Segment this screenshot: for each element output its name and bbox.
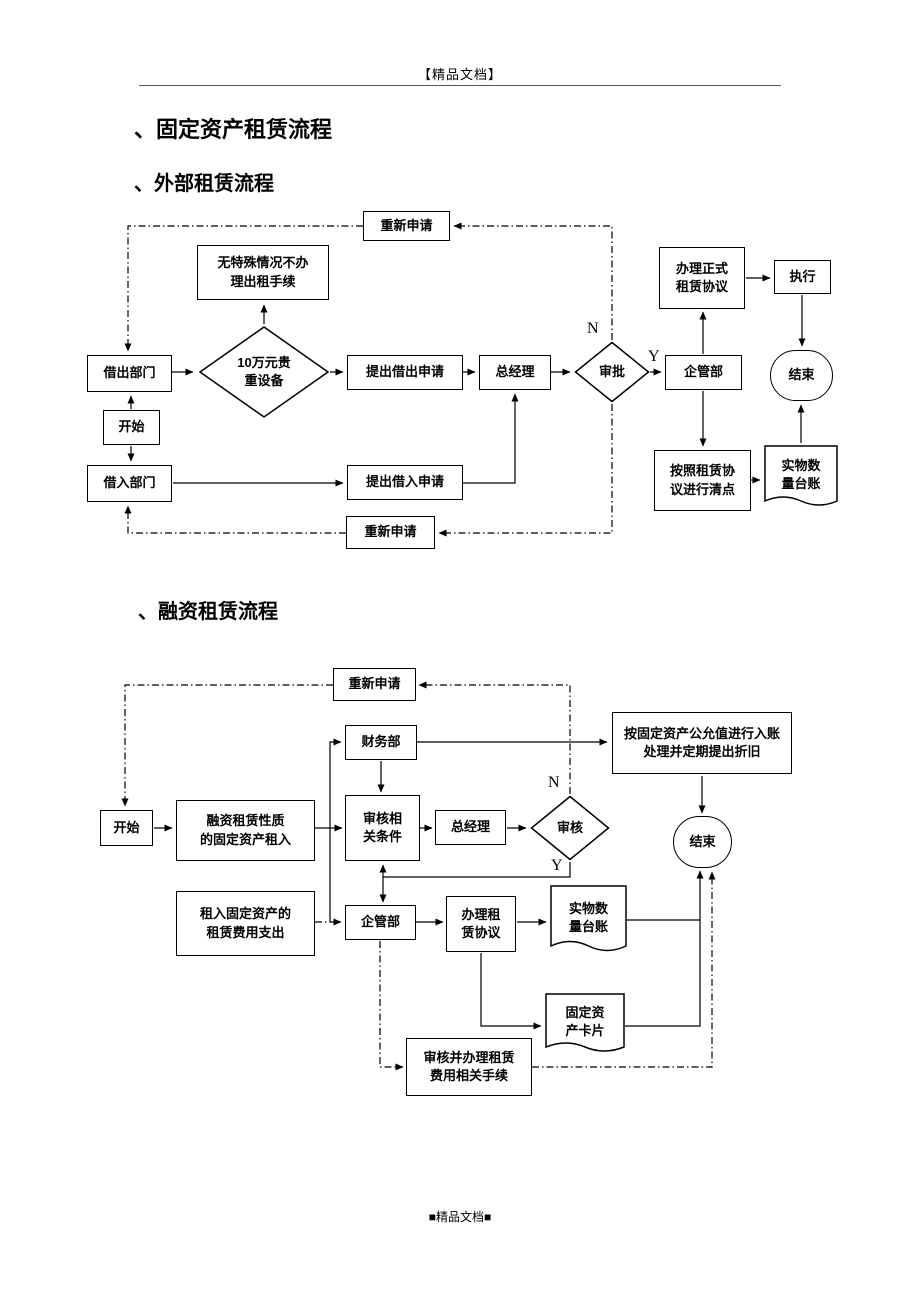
c2-review-decision: 审核 <box>530 795 610 861</box>
c2-ledger-label: 实物数 量台账 <box>568 900 608 934</box>
c2-lease-expense-box: 租入固定资产的 租赁费用支出 <box>176 891 315 956</box>
c2-review-label: 审核 <box>556 819 583 835</box>
c1-approve-label: 审批 <box>598 363 625 379</box>
c1-start-box: 开始 <box>103 410 160 445</box>
diamond-shape <box>530 795 610 861</box>
c1-approve-decision: 审批 <box>574 341 650 403</box>
c2-finance-nature-box: 融资租赁性质 的固定资产租入 <box>176 800 315 861</box>
c1-borrow-dept-box: 借入部门 <box>87 465 172 502</box>
c1-formal-agreement-box: 办理正式 租赁协议 <box>659 247 745 309</box>
c1-borrow-apply-box: 提出借入申请 <box>347 465 463 500</box>
c1-inventory-box: 按照租赁协 议进行清点 <box>654 450 751 511</box>
c1-lend-dept-box: 借出部门 <box>87 355 172 392</box>
c2-general-manager-box: 总经理 <box>435 810 506 845</box>
heading-finance-leasing: 、融资租赁流程 <box>138 601 278 623</box>
c2-end-terminator: 结束 <box>673 816 732 868</box>
c1-general-manager-box: 总经理 <box>479 355 551 390</box>
c1-mgmt-dept-box: 企管部 <box>665 355 742 390</box>
heading-external-leasing: 、外部租赁流程 <box>134 173 274 195</box>
c2-finance-dept-box: 财务部 <box>345 725 417 760</box>
c2-review-conditions-box: 审核相 关条件 <box>345 795 420 861</box>
c1-valuable-equipment-label: 10万元贵 重设备 <box>237 354 291 388</box>
c1-reapply-bottom-box: 重新申请 <box>346 516 435 549</box>
c2-asset-card-document: 固定资 产卡片 <box>545 993 625 1061</box>
c2-reapply-box: 重新申请 <box>333 668 416 701</box>
page-header: 【精品文档】 <box>417 67 502 82</box>
diamond-shape <box>574 341 650 403</box>
c2-start-box: 开始 <box>100 810 153 846</box>
c1-label-n: N <box>587 320 599 337</box>
document-shape <box>764 445 838 506</box>
c2-mgmt-dept-box: 企管部 <box>345 905 416 940</box>
c1-no-special-box: 无特殊情况不办 理出租手续 <box>197 245 329 300</box>
c2-review-procedures-box: 审核并办理租赁 费用相关手续 <box>406 1038 532 1096</box>
page-footer: ■精品文档■ <box>428 1210 492 1224</box>
heading-fixed-asset-leasing: 、固定资产租赁流程 <box>134 117 333 142</box>
c1-ledger-label: 实物数 量台账 <box>781 457 821 491</box>
c2-asset-card-label: 固定资 产卡片 <box>565 1004 605 1038</box>
c1-label-y: Y <box>648 348 660 365</box>
c2-handle-agreement-box: 办理租 赁协议 <box>446 896 516 952</box>
c1-valuable-equipment-decision: 10万元贵 重设备 <box>198 325 330 419</box>
header-rule <box>139 85 781 86</box>
c1-lend-apply-box: 提出借出申请 <box>347 355 463 390</box>
c2-label-n: N <box>548 774 560 791</box>
c2-ledger-document: 实物数 量台账 <box>550 885 627 961</box>
c1-ledger-document: 实物数 量台账 <box>764 445 838 515</box>
c2-fair-value-box: 按固定资产公允值进行入账 处理并定期提出折旧 <box>612 712 792 774</box>
c2-label-y: Y <box>551 857 563 874</box>
c1-reapply-top-box: 重新申请 <box>363 211 450 241</box>
c1-execute-box: 执行 <box>774 260 831 294</box>
chart2-solid-connectors <box>154 738 706 1030</box>
c1-end-terminator: 结束 <box>770 350 833 401</box>
